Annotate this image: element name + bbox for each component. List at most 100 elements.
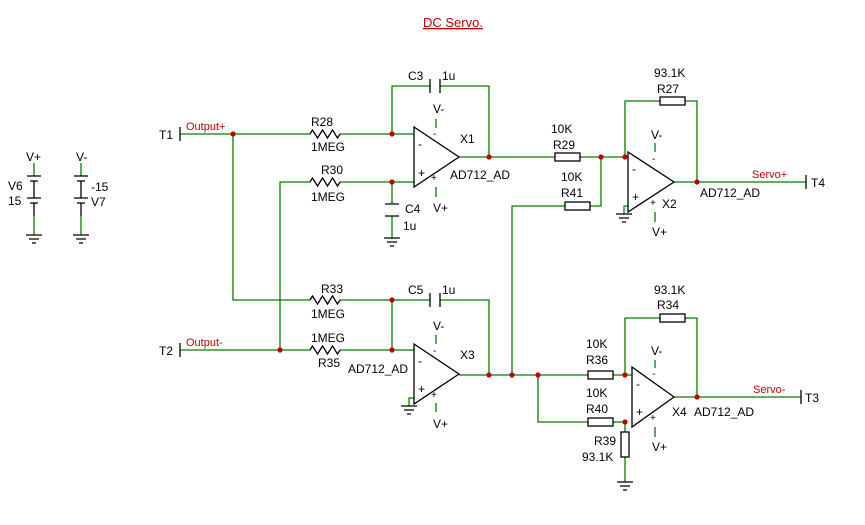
r30-ref: R30 xyxy=(321,163,343,177)
capacitor-c3: C3 1u xyxy=(408,69,455,93)
x4-vpos-label: V+ xyxy=(652,440,667,454)
r30-value: 1MEG xyxy=(311,190,345,204)
resistor-r27: 93.1K R27 xyxy=(654,66,686,106)
c4-ref: C4 xyxy=(405,202,421,216)
resistor-r39: R39 93.1K xyxy=(582,431,630,464)
v7-value: -15 xyxy=(91,180,109,194)
r39-ref: R39 xyxy=(594,434,616,448)
voltage-source-v7: V- -15 V7 xyxy=(73,150,109,244)
x4-pin-vneg: - xyxy=(652,369,655,380)
c3-value: 1u xyxy=(442,69,455,83)
x4-pin-minus: - xyxy=(636,377,640,391)
junction-dots xyxy=(230,131,700,425)
x2-ref: X2 xyxy=(662,197,677,211)
x1-pin-vpos: + xyxy=(431,173,437,184)
r27-ref: R27 xyxy=(657,82,679,96)
terminal-t2: T2 Output- xyxy=(159,337,223,358)
t1-label: T1 xyxy=(159,128,173,142)
r36-ref: R36 xyxy=(586,353,608,367)
opamp-x2: - + - + V- V+ X2 AD712_AD xyxy=(627,128,760,239)
resistor-r34: 93.1K R34 xyxy=(654,283,686,323)
r34-ref: R34 xyxy=(657,298,679,312)
r39-value: 93.1K xyxy=(582,450,613,464)
net-servo-minus: Servo- xyxy=(753,384,786,396)
r33-value: 1MEG xyxy=(311,307,345,321)
r40-ref: R40 xyxy=(586,402,608,416)
x2-pin-vpos: + xyxy=(650,198,656,209)
x1-model: AD712_AD xyxy=(450,168,510,182)
capacitor-c4: C4 1u xyxy=(384,202,421,247)
t4-label: T4 xyxy=(811,176,825,190)
r27-value: 93.1K xyxy=(654,66,685,80)
net-servo-plus: Servo+ xyxy=(752,169,787,181)
terminal-t4: T4 Servo+ xyxy=(752,169,825,190)
x2-vpos-label: V+ xyxy=(652,225,667,239)
r29-value: 10K xyxy=(551,122,572,136)
c5-value: 1u xyxy=(442,283,455,297)
r36-value: 10K xyxy=(586,337,607,351)
r34-value: 93.1K xyxy=(654,283,685,297)
schematic-title: DC Servo. xyxy=(423,15,483,30)
x3-vneg-label: V- xyxy=(433,319,444,333)
r41-value: 10K xyxy=(561,170,582,184)
x2-pin-plus: + xyxy=(632,190,639,204)
c5-ref: C5 xyxy=(408,283,424,297)
net-output-plus: Output+ xyxy=(186,121,225,133)
r33-ref: R33 xyxy=(321,282,343,296)
x2-vneg-label: V- xyxy=(651,128,662,142)
resistor-r35: 1MEG R35 xyxy=(309,331,345,370)
opamp-x4: - + - + V- V+ X4 AD712_AD xyxy=(631,344,754,454)
voltage-source-v6: V+ V6 15 xyxy=(8,150,42,244)
ground-symbols xyxy=(401,213,633,491)
v6-ref: V6 xyxy=(8,179,23,193)
x1-vneg-label: V- xyxy=(433,102,444,116)
r35-ref: R35 xyxy=(318,356,340,370)
c4-value: 1u xyxy=(403,219,416,233)
x1-pin-plus: + xyxy=(418,166,425,180)
terminal-t1: T1 Output+ xyxy=(159,121,225,142)
r35-value: 1MEG xyxy=(311,331,345,345)
x3-model: AD712_AD xyxy=(348,362,408,376)
v7-net-label: V- xyxy=(76,150,87,164)
x4-ref: X4 xyxy=(672,405,687,419)
v6-net-label: V+ xyxy=(26,150,41,164)
v7-ref: V7 xyxy=(91,195,106,209)
x3-pin-minus: - xyxy=(418,354,422,368)
x1-pin-minus: - xyxy=(418,137,422,151)
x3-pin-vpos: + xyxy=(431,390,437,401)
resistor-r30: R30 1MEG xyxy=(309,163,345,204)
x4-vneg-label: V- xyxy=(651,344,662,358)
opamp-x3: - + - + V- V+ X3 AD712_AD xyxy=(348,319,475,431)
capacitor-c5: C5 1u xyxy=(408,283,455,307)
x3-ref: X3 xyxy=(460,348,475,362)
x1-vpos-label: V+ xyxy=(433,201,448,215)
x1-pin-vneg: - xyxy=(433,129,436,140)
resistor-r33: R33 1MEG xyxy=(309,282,345,321)
x3-pin-plus: + xyxy=(418,382,425,396)
x2-pin-vneg: - xyxy=(652,154,655,165)
x2-pin-minus: - xyxy=(632,162,636,176)
x1-ref: X1 xyxy=(460,132,475,146)
resistor-r29: 10K R29 xyxy=(551,122,581,162)
x4-pin-plus: + xyxy=(636,405,643,419)
x4-pin-vpos: + xyxy=(650,413,656,424)
x4-model: AD712_AD xyxy=(694,405,754,419)
r41-ref: R41 xyxy=(561,186,583,200)
resistor-r40: 10K R40 xyxy=(586,386,614,427)
r29-ref: R29 xyxy=(553,138,575,152)
t3-label: T3 xyxy=(805,391,819,405)
c3-ref: C3 xyxy=(408,69,424,83)
x3-vpos-label: V+ xyxy=(433,417,448,431)
t2-label: T2 xyxy=(159,344,173,358)
resistor-r28: R28 1MEG xyxy=(309,115,345,154)
r40-value: 10K xyxy=(586,386,607,400)
resistor-r36: 10K R36 xyxy=(586,337,614,380)
v6-value: 15 xyxy=(8,194,22,208)
r28-ref: R28 xyxy=(311,115,333,129)
terminal-t3: T3 Servo- xyxy=(753,384,819,405)
wires xyxy=(180,85,806,482)
net-output-minus: Output- xyxy=(186,337,223,349)
opamp-x1: - + - + V- V+ X1 AD712_AD xyxy=(413,102,510,215)
r28-value: 1MEG xyxy=(311,140,345,154)
